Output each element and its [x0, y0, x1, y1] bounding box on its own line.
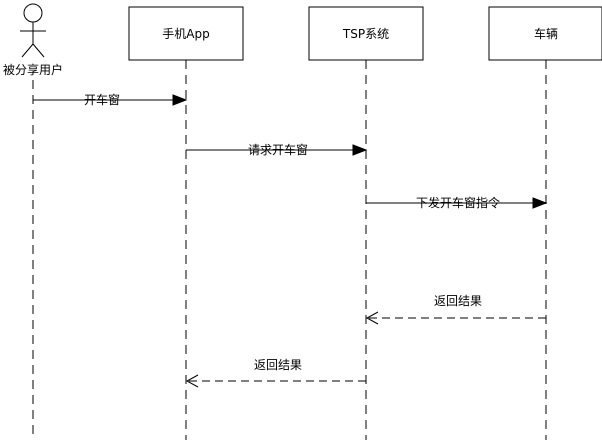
message-label: 下发开车窗指令: [416, 195, 500, 210]
arrowhead-solid-icon: [532, 197, 548, 209]
message-request-open-window: 请求开车窗: [186, 142, 368, 157]
participant-car: 车辆: [488, 6, 602, 61]
message-open-window: 开车窗: [33, 92, 188, 107]
message-return-result-tsp: 返回结果: [185, 358, 366, 388]
participant-tsp: TSP系统: [308, 6, 424, 61]
message-label: 返回结果: [254, 358, 302, 372]
participant-tsp-label: TSP系统: [342, 27, 389, 41]
participant-car-label: 车辆: [534, 26, 558, 41]
message-label: 请求开车窗: [248, 142, 308, 157]
actor-stick-figure-icon: [20, 3, 46, 58]
participant-user-label: 被分享用户: [3, 62, 63, 77]
participant-app-label: 手机App: [162, 27, 209, 41]
message-send-command: 下发开车窗指令: [366, 195, 548, 210]
arrowhead-open-icon: [365, 311, 379, 325]
arrowhead-open-icon: [185, 374, 199, 388]
participant-app: 手机App: [128, 6, 244, 61]
message-label: 返回结果: [434, 294, 482, 308]
participant-user: 被分享用户: [3, 3, 63, 77]
arrowhead-solid-icon: [172, 94, 188, 106]
arrowhead-solid-icon: [352, 144, 368, 156]
message-return-result-car: 返回结果: [365, 294, 546, 325]
message-label: 开车窗: [84, 92, 120, 107]
